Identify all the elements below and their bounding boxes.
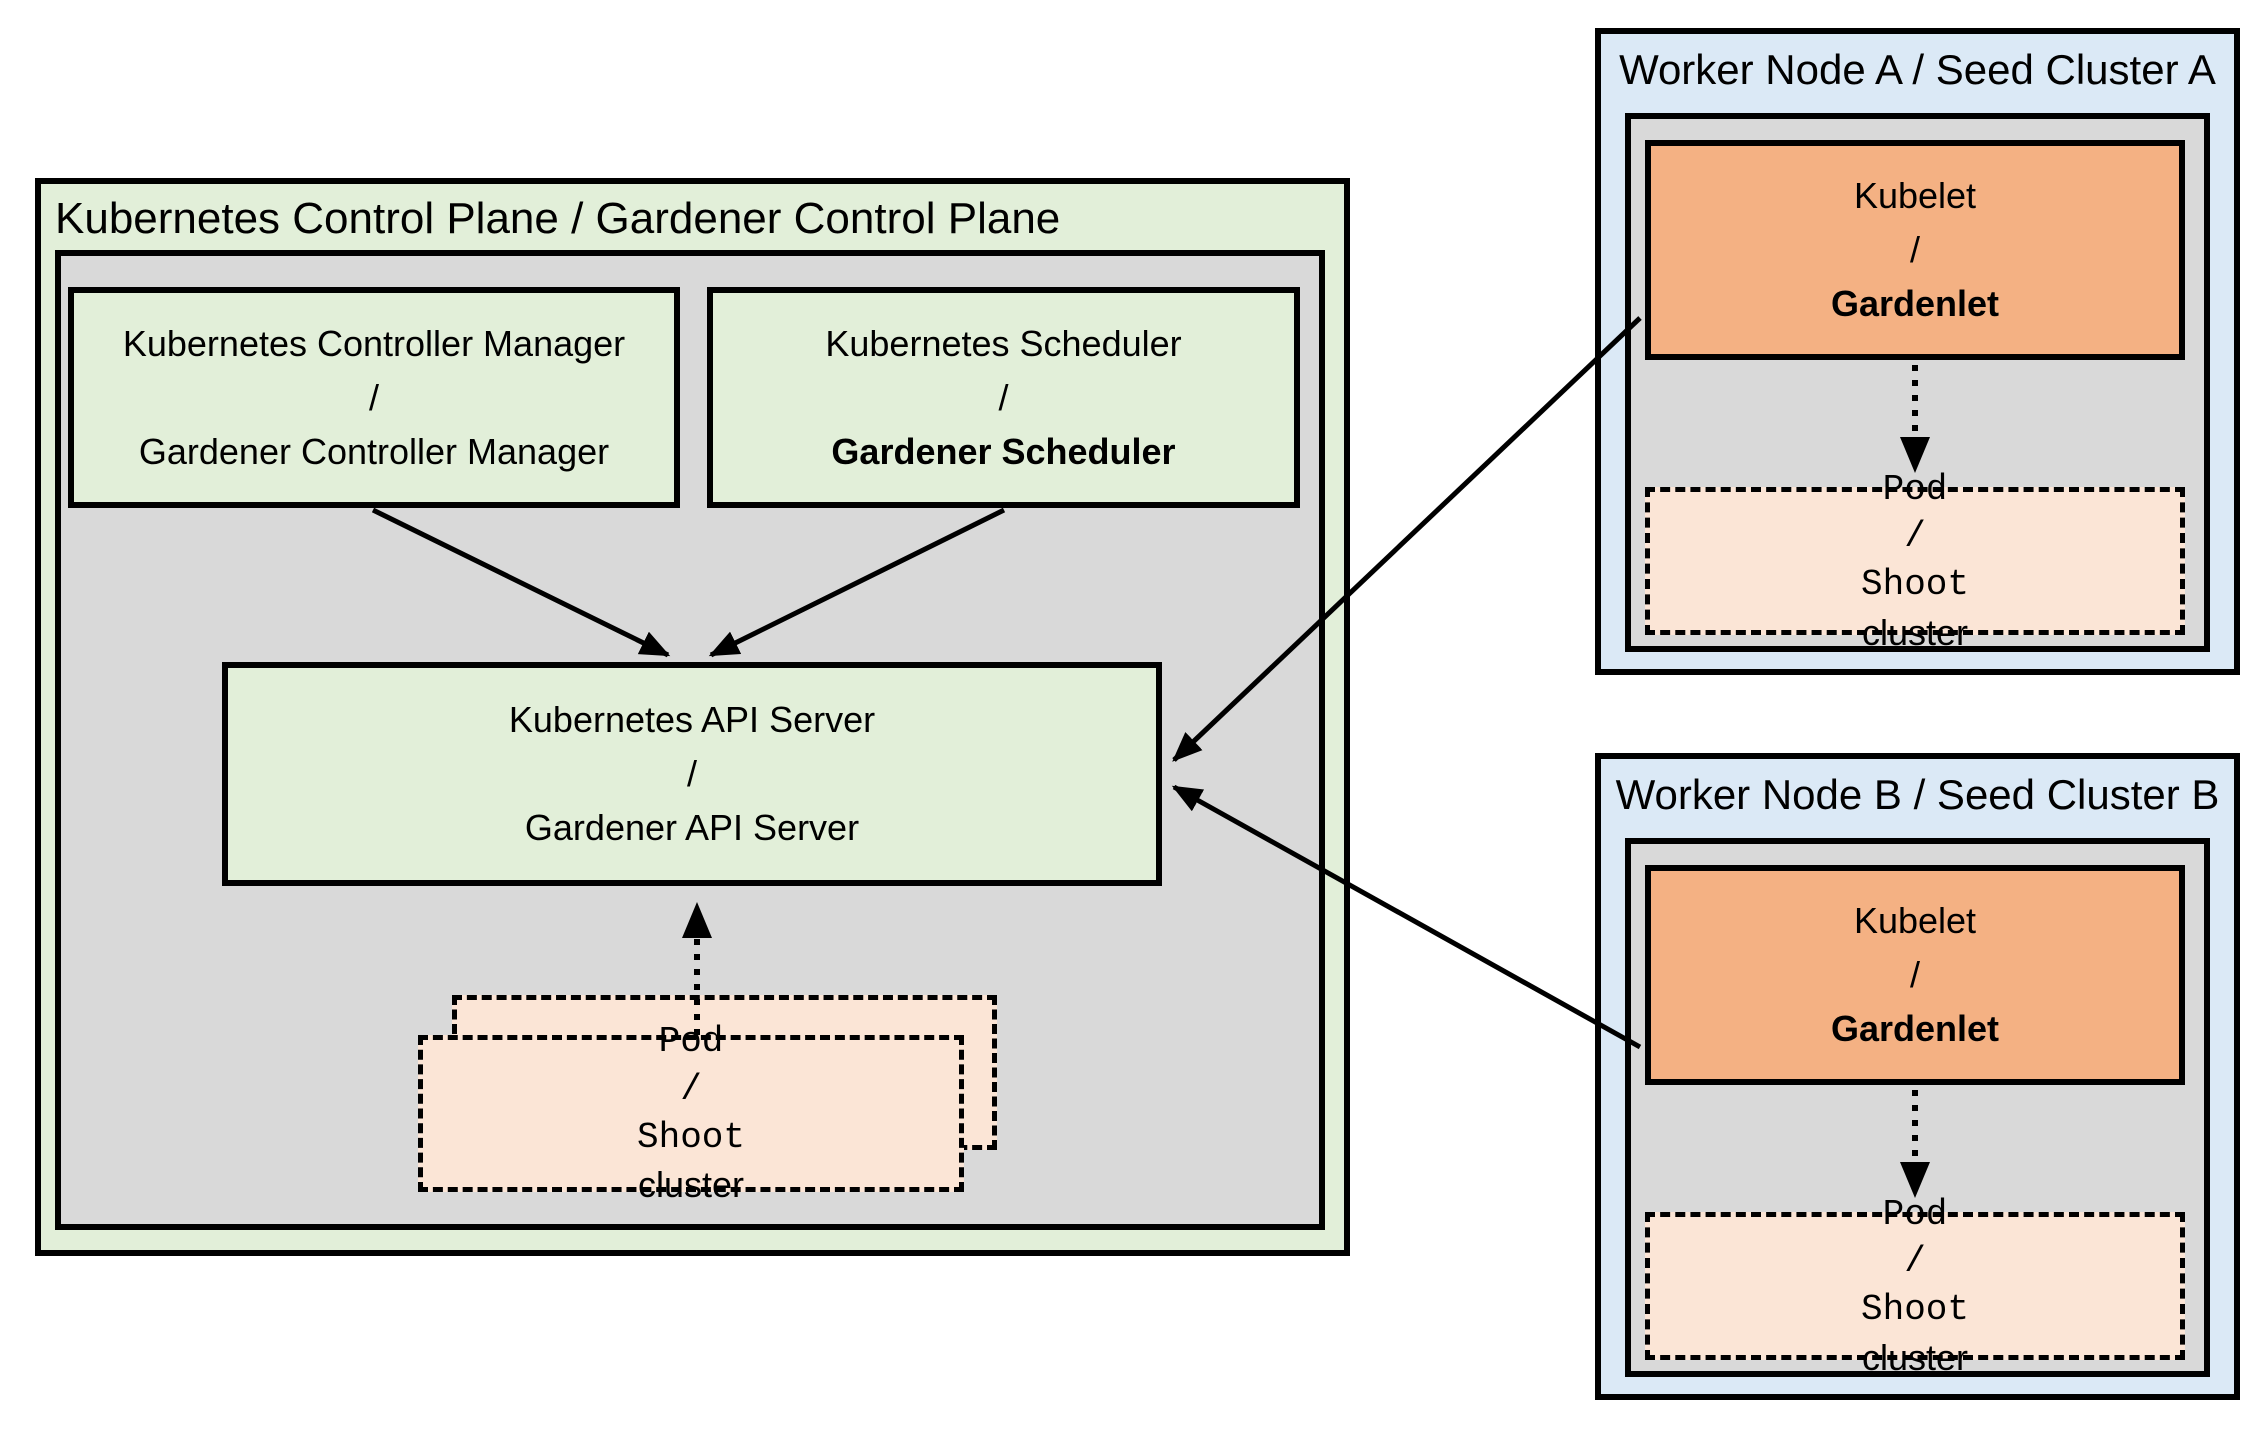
- scheduler-slash: /: [998, 376, 1009, 418]
- worker-a-kubelet-slash: /: [1909, 229, 1920, 270]
- worker-b-kubelet-line3: Gardenlet: [1830, 1008, 2000, 1049]
- worker-a-pod-line3: Shoot cluster: [1861, 561, 1969, 656]
- worker-b-pod-box: Pod / Shoot cluster: [1645, 1194, 2185, 1378]
- worker-b-pod-line1: Pod: [1882, 1193, 1948, 1235]
- worker-node-b-title: Worker Node B / Seed Cluster B: [1615, 771, 2220, 818]
- api-server-line3: Gardener API Server: [524, 807, 860, 848]
- worker-b-pod-line3: Shoot cluster: [1861, 1286, 1969, 1381]
- pod-line3-shoot: Shoot: [636, 1116, 746, 1158]
- worker-b-kubelet-line1: Kubelet: [1853, 900, 1977, 941]
- pod-line1: Pod: [658, 1021, 724, 1063]
- controller-manager-line3: Gardener Controller Manager: [138, 430, 610, 472]
- worker-a-kubelet-line1: Kubelet: [1853, 175, 1977, 216]
- worker-a-pod-line1: Pod: [1882, 468, 1948, 510]
- worker-a-pod-slash: /: [1904, 516, 1926, 558]
- worker-b-pod-shoot: Shoot: [1860, 1289, 1970, 1330]
- scheduler-line3: Gardener Scheduler: [831, 430, 1176, 472]
- control-plane-pod-box: Pod / Shoot cluster: [418, 1021, 964, 1205]
- api-server-slash: /: [686, 753, 697, 794]
- worker-a-pod-shoot: Shoot: [1860, 564, 1970, 605]
- worker-a-kubelet-box: Kubelet / Gardenlet: [1645, 140, 2185, 360]
- pod-line3: Shoot cluster: [637, 1114, 745, 1209]
- api-server-line1: Kubernetes API Server: [508, 699, 876, 740]
- worker-a-kubelet-line3: Gardenlet: [1830, 283, 2000, 324]
- control-plane-title: Kubernetes Control Plane / Gardener Cont…: [55, 194, 1061, 243]
- pod-slash: /: [680, 1068, 702, 1110]
- worker-b-pod-cluster: cluster: [1861, 1336, 1969, 1378]
- controller-manager-box: Kubernetes Controller Manager / Gardener…: [68, 287, 680, 508]
- scheduler-box: Kubernetes Scheduler / Gardener Schedule…: [707, 287, 1300, 508]
- worker-a-pod-cluster: cluster: [1861, 611, 1969, 653]
- api-server-box: Kubernetes API Server / Gardener API Ser…: [222, 662, 1162, 886]
- controller-manager-line1: Kubernetes Controller Manager: [122, 322, 626, 364]
- scheduler-line1: Kubernetes Scheduler: [825, 322, 1182, 364]
- worker-b-pod-slash: /: [1904, 1241, 1926, 1283]
- worker-a-pod-box: Pod / Shoot cluster: [1645, 469, 2185, 653]
- worker-node-a-title: Worker Node A / Seed Cluster A: [1619, 46, 2216, 93]
- worker-b-kubelet-box: Kubelet / Gardenlet: [1645, 865, 2185, 1085]
- pod-line3-cluster: cluster: [637, 1164, 745, 1206]
- controller-manager-slash: /: [368, 376, 379, 418]
- worker-b-kubelet-slash: /: [1909, 954, 1920, 995]
